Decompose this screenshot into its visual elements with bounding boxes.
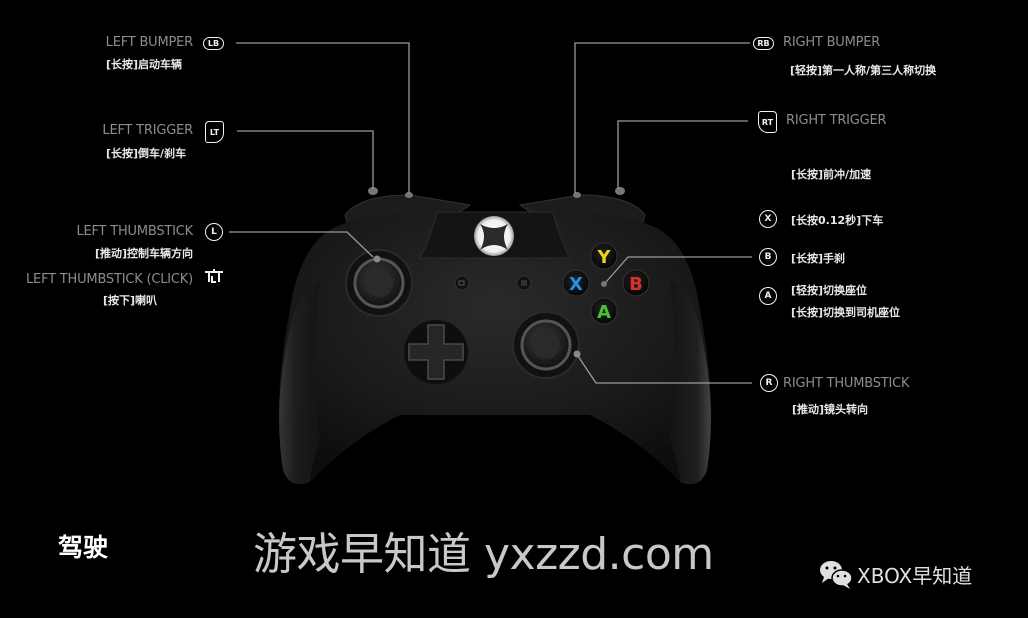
x-badge-icon: X — [759, 210, 777, 228]
wechat-icon — [820, 561, 853, 589]
right-thumbstick-action: [推动]镜头转向 — [792, 403, 869, 416]
left-thumbstick-label: LEFT THUMBSTICK — [76, 224, 193, 239]
lb-badge-icon: LB — [203, 37, 224, 50]
button-y-glyph: Y — [596, 247, 611, 268]
x-button-action: [长按0.12秒]下车 — [791, 214, 884, 227]
lt-badge-icon: LT — [205, 121, 224, 143]
a-badge-icon: A — [759, 287, 777, 305]
left-trigger-label: LEFT TRIGGER — [102, 123, 193, 138]
dpad-icon — [408, 324, 464, 380]
site-watermark: 游戏早知道 yxzzd.com — [253, 529, 714, 580]
a-button-action-hold: [长按]切换到司机座位 — [791, 306, 901, 319]
left-bumper-action: [长按]启动车辆 — [106, 58, 183, 71]
brand-watermark: XBOX早知道 — [857, 564, 973, 588]
right-bumper-action: [轻按]第一人称/第三人称切换 — [790, 64, 937, 77]
rb-badge-icon: RB — [753, 37, 774, 50]
rt-badge-icon: RT — [758, 111, 777, 133]
view-button-icon — [454, 275, 470, 291]
mode-title: 驾驶 — [58, 533, 109, 562]
button-b-glyph: B — [629, 274, 643, 295]
left-thumbstick-click-action: [按下]喇叭 — [102, 294, 157, 307]
left-trigger-action: [长按]倒车/刹车 — [106, 147, 187, 160]
b-badge-icon: B — [759, 248, 777, 266]
right-trigger-label: RIGHT TRIGGER — [786, 113, 887, 128]
l-badge-icon: L — [205, 223, 223, 241]
right-thumbstick-label: RIGHT THUMBSTICK — [783, 376, 910, 391]
b-button-action: [长按]手刹 — [791, 252, 846, 265]
left-bumper-label: LEFT BUMPER — [105, 35, 194, 50]
click-icon — [205, 269, 223, 283]
button-a-glyph: A — [597, 302, 611, 323]
right-trigger-action: [长按]前冲/加速 — [791, 168, 872, 181]
left-thumbstick-action: [推动]控制车辆方向 — [94, 247, 193, 260]
right-bumper-label: RIGHT BUMPER — [783, 35, 881, 50]
left-thumbstick-click-label: LEFT THUMBSTICK (CLICK) — [26, 272, 193, 287]
r-badge-icon: R — [760, 374, 778, 392]
connector-lines — [229, 42, 752, 384]
a-button-action-tap: [轻按]切换座位 — [791, 284, 868, 297]
button-x-glyph: X — [569, 274, 583, 295]
